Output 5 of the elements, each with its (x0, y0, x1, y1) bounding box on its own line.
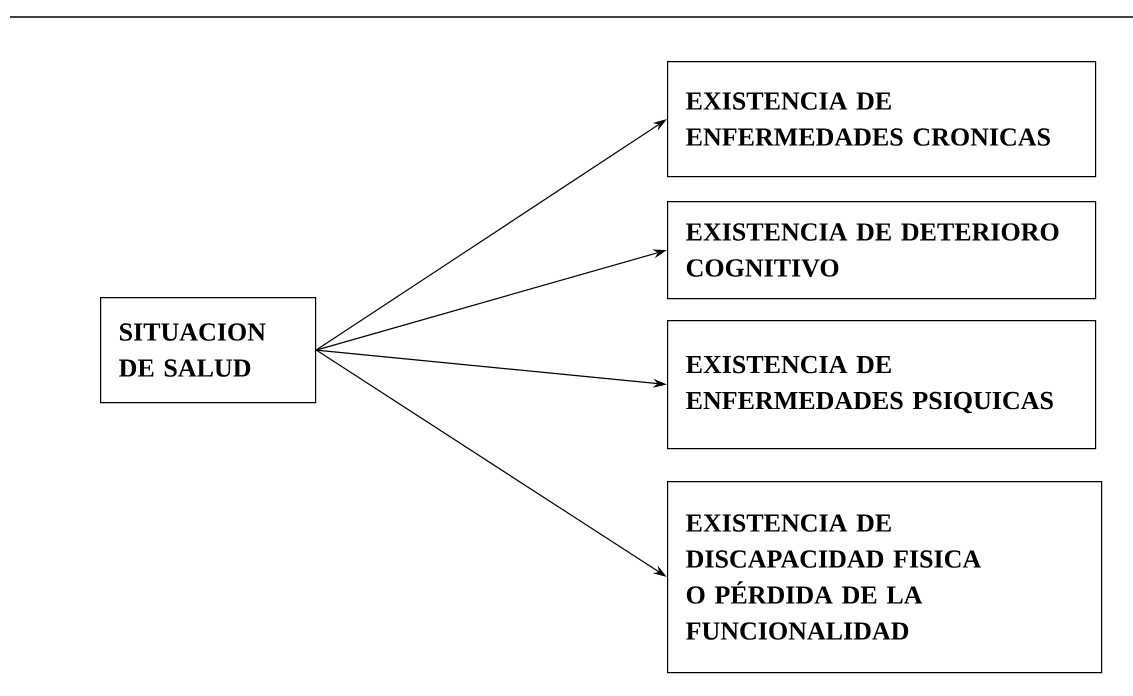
text-box: EXISTENCIA DE DISCAPACIDAD FISICA O PÉRDIDA DE LA FUNCIONALIDAD (667, 481, 1103, 674)
text-box: EXISTENCIA DE DETERIORO COGNITIVO (667, 201, 1097, 300)
text-box: EXISTENCIA DE ENFERMEDADES CRONICAS (667, 61, 1097, 178)
text-box: SITUACION DE SALUD (100, 297, 317, 404)
text-box: EXISTENCIA DE ENFERMEDADES PSIQUICAS (667, 320, 1097, 450)
